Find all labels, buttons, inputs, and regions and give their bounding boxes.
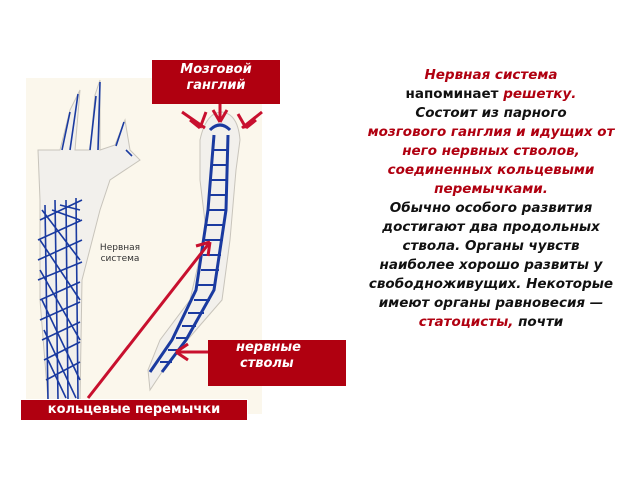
ring-arrow bbox=[86, 240, 212, 399]
trunks-label: нервные стволы bbox=[208, 340, 346, 386]
text-lattice: решетку. bbox=[503, 86, 577, 102]
hydra-figure bbox=[37, 79, 141, 401]
ganglion-label: Мозговой ганглий bbox=[152, 60, 280, 104]
text-statocysts: статоцисты, bbox=[418, 314, 514, 330]
description-text: Нервная система напоминает решетку. Сост… bbox=[367, 67, 615, 330]
nerve-system-caption: Нервная система bbox=[99, 243, 141, 264]
ganglion-arrows bbox=[181, 92, 263, 130]
rings-label: кольцевые перемычки bbox=[20, 399, 248, 421]
text-ganglion: мозгового ганглия и идущих от него нервн… bbox=[367, 124, 615, 197]
trunk-arrow bbox=[175, 342, 210, 362]
text-nervous-system: Нервная система bbox=[424, 67, 558, 83]
worm-figure bbox=[147, 111, 241, 392]
